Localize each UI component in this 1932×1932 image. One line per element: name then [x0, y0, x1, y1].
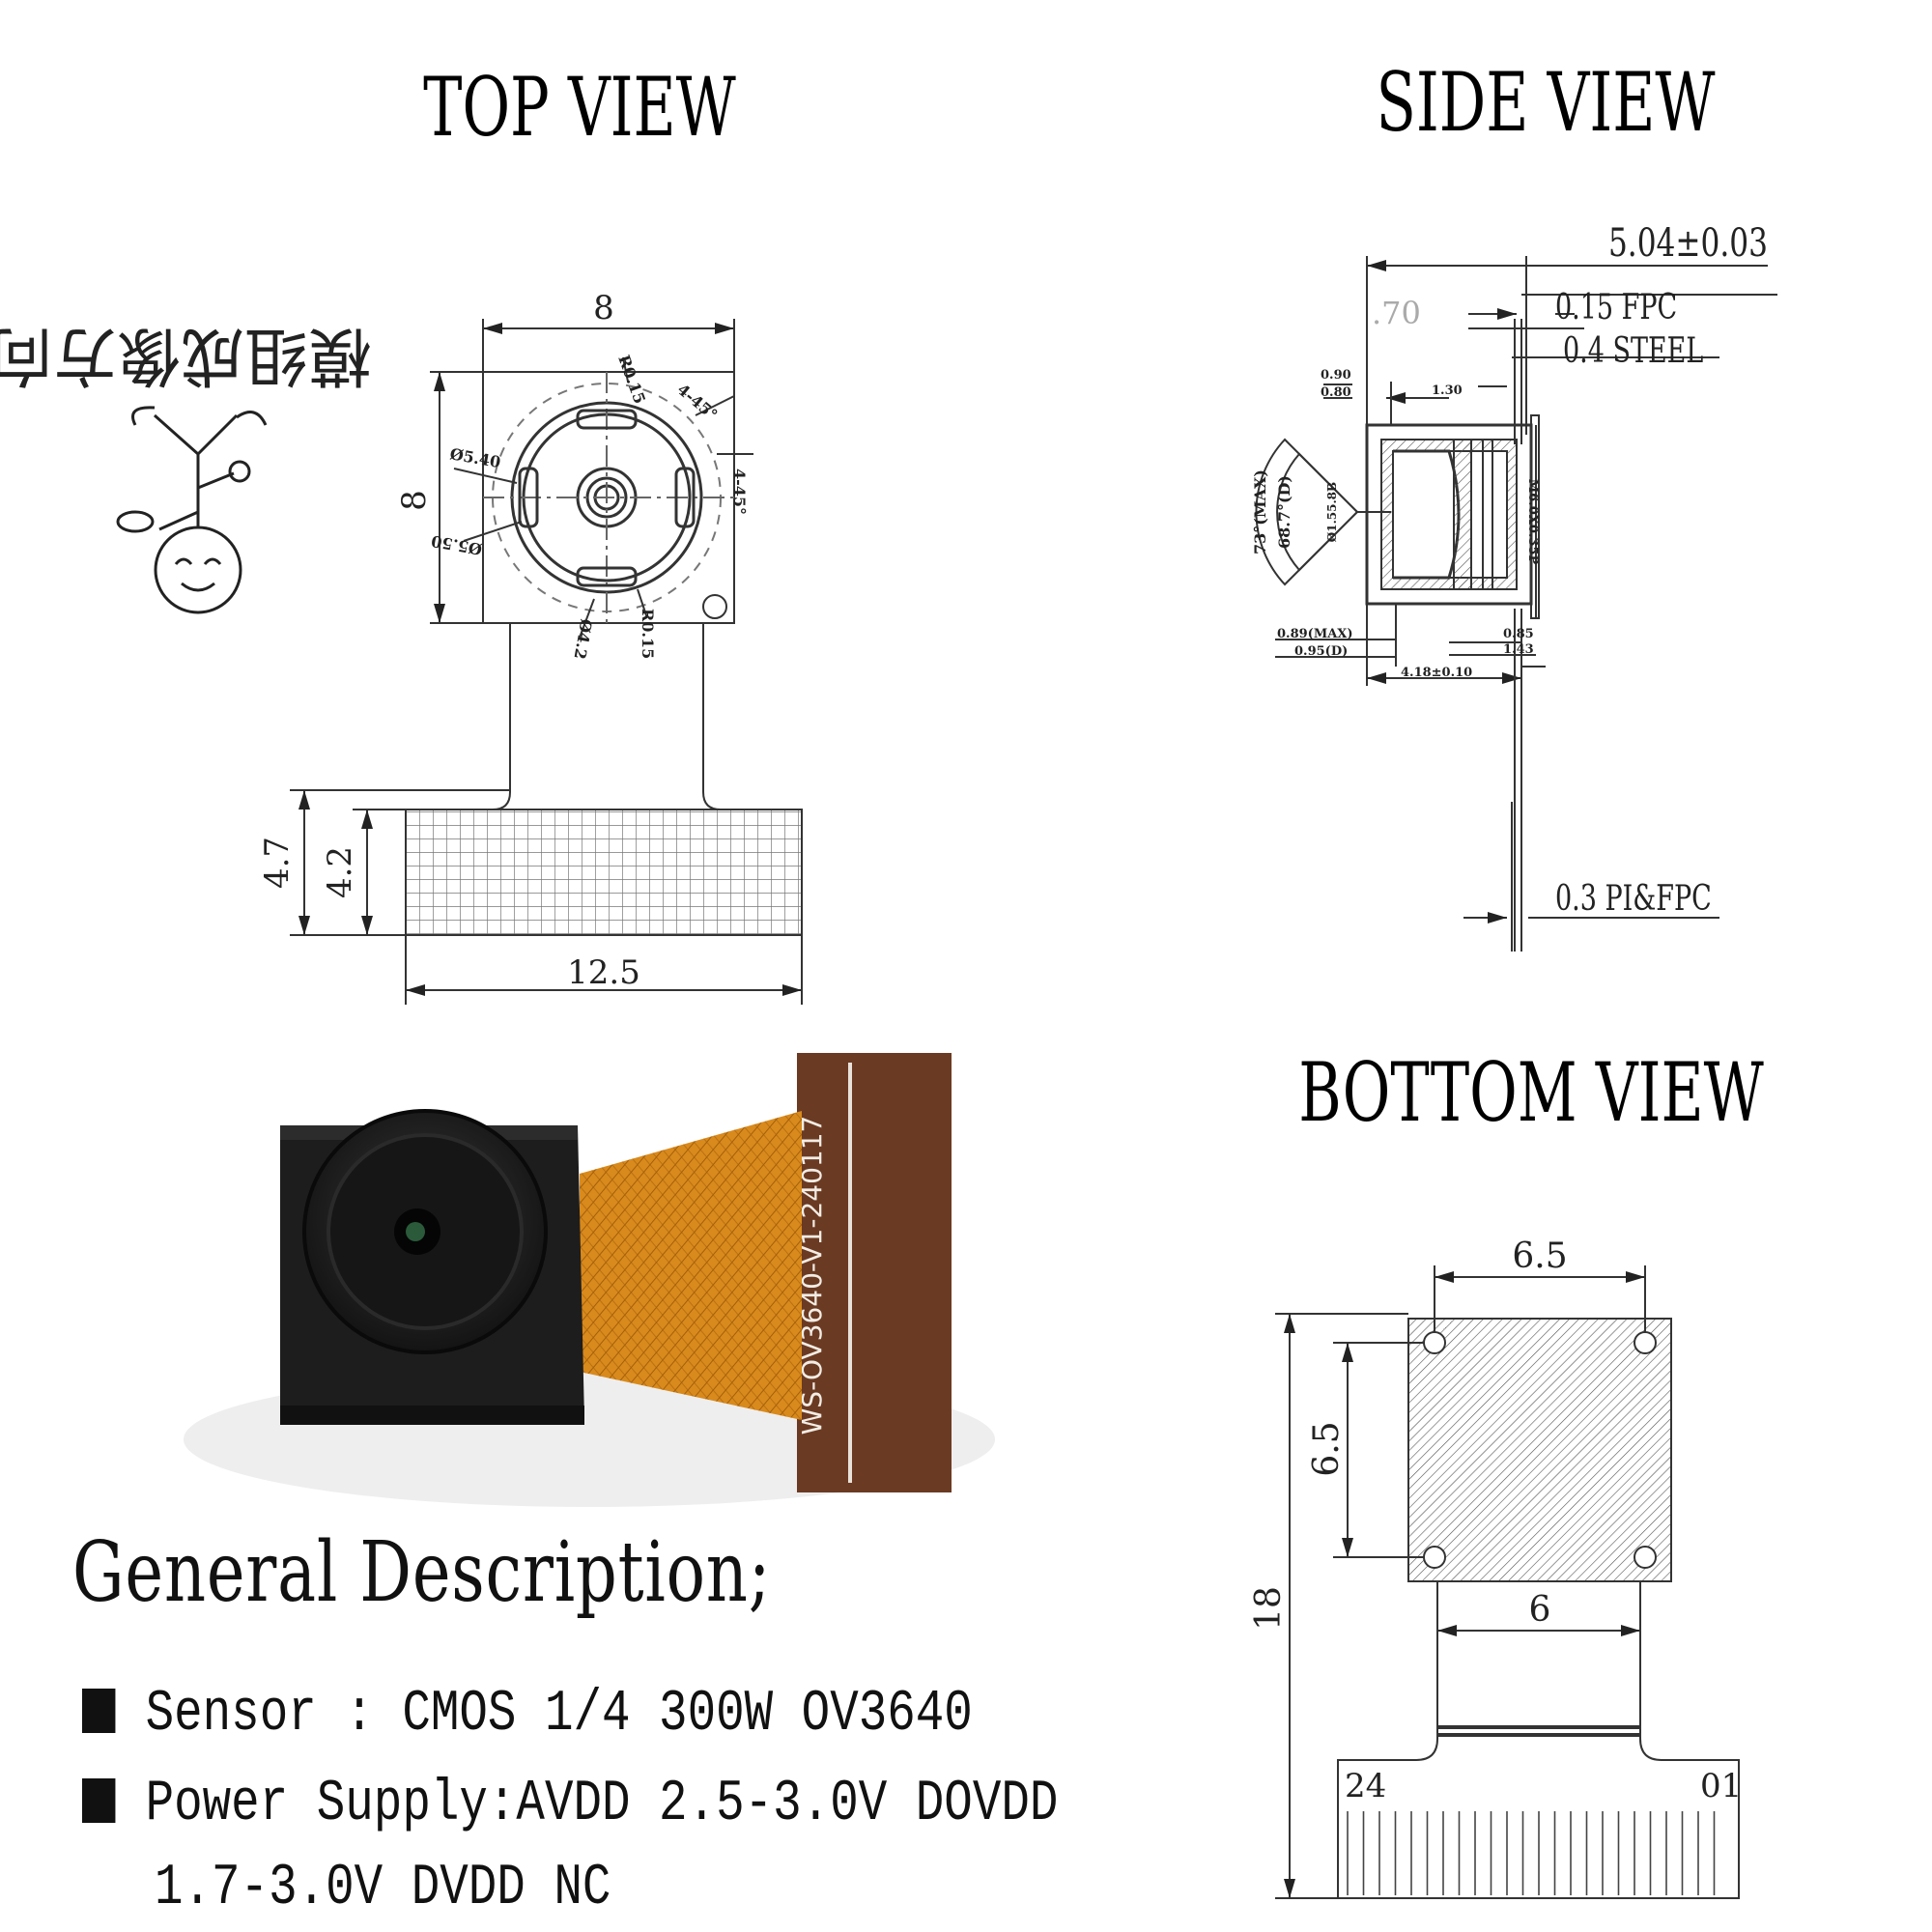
power-text-2: 1.7-3.0V DVDD NC — [155, 1856, 611, 1921]
dim-080: 0.80 — [1321, 385, 1351, 400]
dim-ab: Ø4.2 — [571, 617, 596, 660]
dim-130: 1.30 — [1432, 384, 1463, 398]
side-view — [1255, 256, 1777, 952]
person-icon — [116, 406, 268, 614]
dim-total-len: 18 — [1249, 1586, 1289, 1631]
orientation-indicator: 模组成像方向 — [0, 319, 372, 614]
pin-label-24: 24 — [1345, 1767, 1386, 1805]
top-view-title: TOP VIEW — [423, 61, 736, 156]
sensor-text: Sensor : CMOS 1/4 300W OV3640 — [145, 1682, 973, 1747]
dim-089: 0.89(MAX) — [1277, 627, 1353, 641]
dim-lens-dia: Ø1.55.8B — [1325, 482, 1339, 542]
stiffener — [405, 809, 803, 936]
dim-stiffener-h2: 4.2 — [321, 846, 359, 898]
side-view-title: SIDE VIEW — [1376, 56, 1716, 151]
dim-radius-top: R0.15 — [614, 353, 649, 407]
dim-hole-h: 6.5 — [1307, 1421, 1347, 1476]
dim-090: 0.90 — [1321, 368, 1351, 383]
dim-095: 0.95(D) — [1294, 644, 1348, 659]
dim-143: 1.43 — [1503, 642, 1534, 657]
dim-pi-fpc: 0.3 PI&FPC — [1555, 877, 1712, 919]
dim-tail-w: 6 — [1529, 1590, 1551, 1630]
dim-total: 5.04±0.03 — [1608, 221, 1768, 266]
dim-angle-1: 4-45° — [673, 381, 721, 424]
fpc-board — [797, 1053, 952, 1492]
dim-width: 8 — [593, 289, 614, 327]
power-text-1: Power Supply:AVDD 2.5-3.0V DOVDD — [145, 1772, 1059, 1837]
dim-fpc: 0.15 FPC — [1555, 286, 1677, 327]
dim-angle-2: 4-45° — [730, 469, 749, 515]
bottom-view — [1275, 1265, 1740, 1899]
pin-label-01: 01 — [1700, 1767, 1742, 1805]
sensor-row: Sensor : CMOS 1/4 300W OV3640 — [82, 1686, 973, 1744]
dim-stiffener-h1: 4.7 — [258, 837, 297, 889]
dim-stiffener-w: 12.5 — [567, 953, 640, 992]
top-view — [290, 319, 803, 1005]
bullet-icon — [82, 1778, 116, 1823]
dim-dia-1: Ø5.40 — [448, 444, 501, 471]
dim-085: 0.85 — [1503, 627, 1534, 641]
connector-pins — [1347, 1811, 1716, 1895]
side-view-labels: 5.04±0.03 .70 0.15 FPC 0.4 STEEL 0.90 0.… — [1251, 221, 1768, 919]
dim-thread: M6.0X0.35P — [1525, 479, 1540, 565]
dim-70: .70 — [1372, 295, 1421, 331]
dim-418: 4.18±0.10 — [1401, 666, 1472, 680]
bottom-view-title: BOTTOM VIEW — [1298, 1046, 1764, 1141]
dim-height: 8 — [395, 490, 434, 511]
power-row-cont: 1.7-3.0V DVDD NC — [155, 1860, 611, 1918]
module-photo: WS-OV3640-V1-240117 — [184, 1053, 995, 1507]
dim-dia-2: Ø5.50 — [430, 531, 483, 558]
dim-steel: 0.4 STEEL — [1563, 329, 1703, 371]
dim-hole-w: 6.5 — [1512, 1236, 1567, 1276]
bottom-plate — [1407, 1318, 1672, 1582]
orientation-label: 模组成像方向 — [0, 319, 372, 393]
bullet-icon — [82, 1689, 116, 1733]
dim-radius-bottom: R0.15 — [639, 609, 657, 659]
bottom-view-labels: 6.5 6.5 6 18 24 01 — [1249, 1236, 1742, 1805]
description-title: General Description; — [72, 1524, 772, 1621]
dim-fov-ref: 68.7°(D) — [1275, 475, 1293, 549]
power-row: Power Supply:AVDD 2.5-3.0V DOVDD — [82, 1776, 1058, 1833]
dim-fov-max: 73°(MAX) — [1251, 469, 1269, 554]
